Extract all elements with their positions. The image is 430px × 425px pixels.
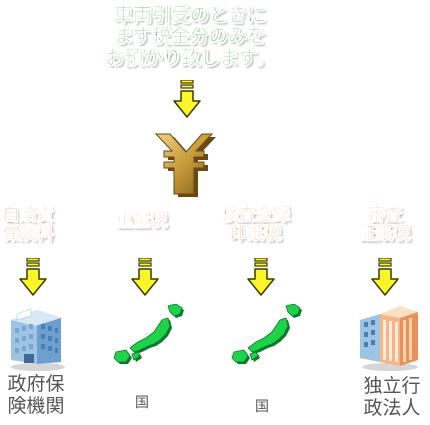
top-note-line-2: まず税金分のみを (113, 25, 266, 48)
category-heading-line: 検査登録 (222, 205, 290, 225)
top-note-line-1: 車両引受のときに (113, 4, 266, 26)
down-arrow-icon (370, 258, 400, 298)
office-tower-icon (356, 304, 422, 376)
category-heading-line: 証紙税 (359, 224, 411, 245)
category-heading-line: 審査 (368, 205, 402, 225)
category-heading-insurance: 自賠責 保険料 (0, 205, 56, 245)
category-heading-review-tax: 審査 証紙税 (340, 205, 430, 245)
japan-map-icon (108, 303, 188, 372)
recipient-label-line: 国 (135, 395, 149, 411)
japan-map-icon (226, 303, 306, 372)
recipient-label-line: 険機関 (7, 394, 65, 417)
top-note-line-3: お預かり致します。 (105, 46, 275, 69)
recipient-label-line: 国 (255, 399, 269, 415)
category-heading-line: 印紙税 (230, 224, 282, 245)
recipient-label-weight-tax: 国 (122, 392, 162, 412)
category-heading-inspection-tax: 検査登録 印紙税 (206, 205, 306, 245)
category-heading-weight-tax: 重量税 (98, 211, 186, 231)
recipient-label-line: 政法人 (363, 396, 421, 419)
down-arrow-icon (130, 258, 160, 298)
recipient-label-insurance: 政府保 険機関 (0, 373, 72, 418)
recipient-label-review-tax: 独立行 政法人 (354, 375, 430, 420)
recipient-label-line: 独立行 (363, 375, 421, 397)
yen-icon (150, 128, 226, 202)
top-note: 車両引受のときに まず税金分のみを お預かり致します。 (0, 4, 380, 69)
office-building-icon (5, 306, 67, 376)
category-heading-line: 自賠責 (2, 205, 54, 225)
down-arrow-icon (172, 80, 202, 120)
category-heading-line: 重量税 (116, 211, 168, 231)
down-arrow-icon (246, 258, 276, 298)
down-arrow-icon (18, 258, 48, 298)
recipient-label-inspection-tax: 国 (242, 396, 282, 416)
recipient-label-line: 政府保 (7, 373, 65, 395)
category-heading-line: 保険料 (2, 224, 54, 245)
